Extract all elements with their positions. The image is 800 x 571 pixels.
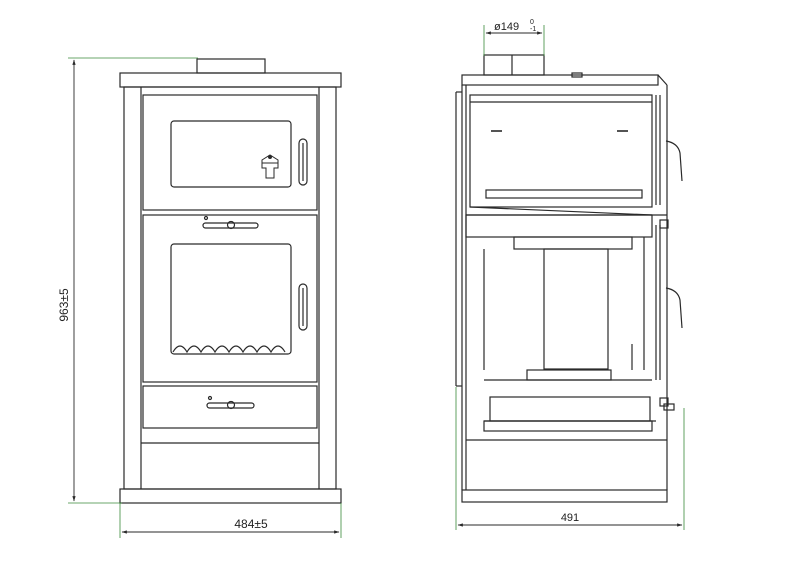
side-depth-dimension [455,387,685,530]
firebox-top [465,214,653,238]
height-dimension [68,57,198,504]
front-base [119,488,342,504]
front-width-dimension [119,503,342,538]
side-view [455,54,683,503]
maker-emblem [261,154,279,179]
flue-diameter-label: ø149 [494,21,519,33]
flue-collar [483,54,545,76]
air-slider-upper [202,222,259,229]
flue-dimension [483,25,545,56]
side-door-handles [655,95,683,411]
front-width-label: 484±5 [234,517,268,531]
flue-tolerance-upper: 0 [530,19,534,26]
grate-arches [172,345,286,354]
height-label: 963±5 [57,288,71,322]
side-base [461,489,668,503]
ash-drawer [142,385,318,429]
side-top [461,74,659,86]
front-top-plate [119,72,342,88]
oven-chamber [469,94,653,208]
oven-door-handle [298,138,308,186]
oven-tray [485,189,643,199]
fire-window [170,243,292,355]
front-body [123,86,337,490]
oven-door [142,94,318,211]
front-top-collar [196,58,266,74]
oven-window [170,120,292,188]
grate [526,369,612,381]
side-depth-label: 491 [561,512,579,524]
front-view [119,58,342,504]
fire-door [142,214,318,383]
flue-tolerance-lower: -1 [530,26,536,33]
side-ash-drawer [489,396,651,422]
fire-door-handle [298,283,308,331]
ash-drawer-handle [206,402,255,409]
firebox-baffle [543,248,609,370]
